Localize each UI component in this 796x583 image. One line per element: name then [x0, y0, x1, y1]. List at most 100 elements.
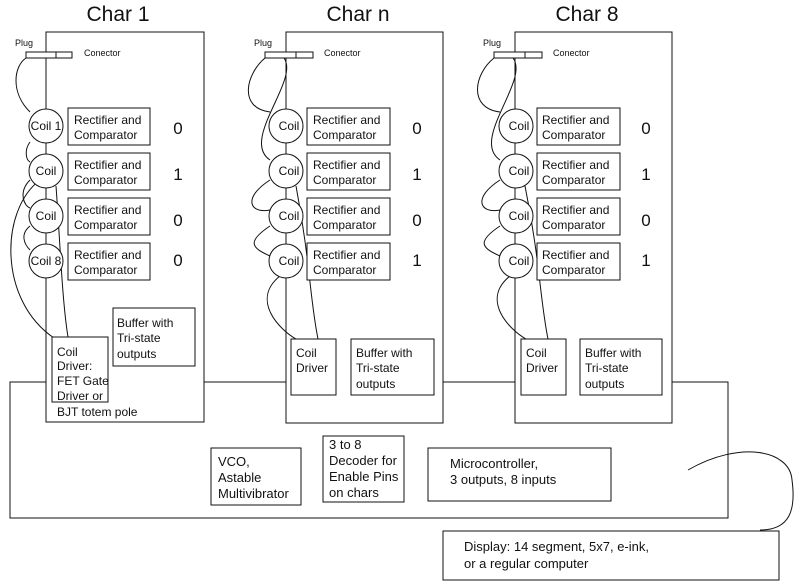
board-char-8: Char 8 Plug Conector Coil Coil Coil Coil… — [477, 3, 673, 424]
connector-label: Conector — [84, 48, 121, 58]
buffer-box — [112, 307, 196, 367]
rectifier-box — [306, 152, 391, 191]
rectifier-line: Rectifier and — [74, 158, 141, 172]
rectifier-box — [536, 152, 621, 191]
display-line: Display: 14 segment, 5x7, e-ink, — [464, 539, 649, 554]
decoder-box — [322, 435, 405, 503]
coil-circle — [268, 108, 304, 144]
decoder-line: on chars — [329, 485, 379, 500]
rectifier-line: Comparator — [74, 263, 137, 277]
rectifier-line: Rectifier and — [313, 113, 380, 127]
bit-value: 1 — [412, 251, 421, 270]
driver-line: Driver: — [57, 359, 92, 373]
rectifier-box — [306, 197, 391, 236]
connector-label: Conector — [324, 48, 361, 58]
decoder-line: 3 to 8 — [329, 437, 362, 452]
rectifier-line: Rectifier and — [542, 203, 609, 217]
coil-label: Coil — [509, 164, 530, 178]
buffer-line: Buffer with — [356, 346, 412, 360]
wire — [15, 57, 31, 113]
board-title: Char n — [326, 3, 389, 26]
vco-line: Astable — [218, 470, 261, 485]
buffer-line: Tri-state — [585, 361, 629, 375]
wire — [22, 179, 31, 209]
rectifier-line: Comparator — [542, 263, 605, 277]
coil-label: Coil 1 — [31, 119, 62, 133]
coil-circle — [28, 153, 64, 189]
decoder-line: Enable Pins — [329, 469, 399, 484]
coil-driver-box — [51, 336, 109, 403]
coil-circle — [498, 153, 534, 189]
coil-label: Coil — [279, 164, 300, 178]
buffer-line: Buffer with — [117, 316, 173, 330]
coil-circle — [268, 198, 304, 234]
wire — [23, 225, 31, 251]
coil-driver-box — [520, 338, 567, 396]
rectifier-box — [67, 197, 151, 236]
board-char-1: Char 1 Plug Conector Coil 1 Coil Coil Co… — [10, 3, 205, 423]
coil-label: Coil — [509, 254, 530, 268]
rectifier-box — [536, 242, 621, 281]
plug-label: Plug — [254, 38, 272, 48]
rectifier-box — [67, 107, 151, 146]
rectifier-box — [306, 107, 391, 146]
vco-line: VCO, — [218, 454, 250, 469]
driver-line: Coil — [296, 346, 317, 360]
vco-line: Multivibrator — [218, 486, 289, 501]
micro-line: Microcontroller, — [450, 456, 538, 471]
wire — [477, 57, 501, 113]
rectifier-line: Comparator — [313, 173, 376, 187]
rectifier-line: Rectifier and — [542, 158, 609, 172]
decoder-line: Decoder for — [329, 453, 398, 468]
wire — [251, 179, 271, 212]
rectifier-line: Comparator — [74, 218, 137, 232]
coil-circle — [268, 153, 304, 189]
buffer-line: outputs — [117, 347, 156, 361]
driver-line: FET Gate — [57, 374, 109, 388]
driver-line: Coil — [526, 346, 547, 360]
rectifier-line: Comparator — [313, 218, 376, 232]
wire — [496, 275, 527, 340]
plug-connector — [25, 51, 73, 59]
coil-label: Coil 8 — [31, 254, 62, 268]
bit-value: 0 — [412, 119, 421, 138]
rectifier-line: Comparator — [74, 173, 137, 187]
rectifier-line: Rectifier and — [542, 248, 609, 262]
coil-circle — [28, 198, 64, 234]
bit-value: 0 — [641, 211, 650, 230]
board-title: Char 1 — [86, 3, 149, 26]
buffer-line: outputs — [356, 377, 395, 391]
driver-line: Driver — [526, 361, 558, 375]
wire — [491, 57, 517, 161]
rectifier-line: Rectifier and — [313, 158, 380, 172]
bit-value: 0 — [173, 211, 182, 230]
rectifier-line: Comparator — [313, 263, 376, 277]
rectifier-line: Rectifier and — [313, 248, 380, 262]
display-line: or a regular computer — [464, 556, 589, 571]
rectifier-line: Rectifier and — [74, 203, 141, 217]
coil-circle — [498, 198, 534, 234]
buffer-line: Buffer with — [585, 346, 641, 360]
bit-value: 0 — [173, 119, 182, 138]
rectifier-column: Rectifier and Comparator Rectifier and C… — [536, 107, 621, 281]
buffer-box — [350, 338, 435, 396]
plug-connector — [493, 51, 543, 59]
plug-label: Plug — [483, 38, 501, 48]
buffer-line: Tri-state — [117, 331, 161, 345]
coil-column: Coil 1 Coil Coil Coil 8 — [28, 108, 64, 279]
coil-label: Coil — [279, 254, 300, 268]
coil-label: Coil — [279, 119, 300, 133]
display-cable — [687, 451, 794, 531]
rectifier-box — [67, 152, 151, 191]
board-title: Char 8 — [555, 3, 618, 26]
wire — [481, 179, 501, 212]
display-section: Display: 14 segment, 5x7, e-ink, or a re… — [442, 530, 780, 581]
bit-value: 0 — [173, 251, 182, 270]
coil-label: Coil — [279, 209, 300, 223]
board-char-n: Char n Plug Conector Coil Coil Coil Coil… — [247, 3, 444, 424]
driver-line: BJT totem pole — [57, 405, 138, 419]
controller-section: VCO, Astable Multivibrator 3 to 8 Decode… — [210, 435, 612, 506]
bit-value: 0 — [641, 119, 650, 138]
coil-label: Coil — [36, 164, 57, 178]
